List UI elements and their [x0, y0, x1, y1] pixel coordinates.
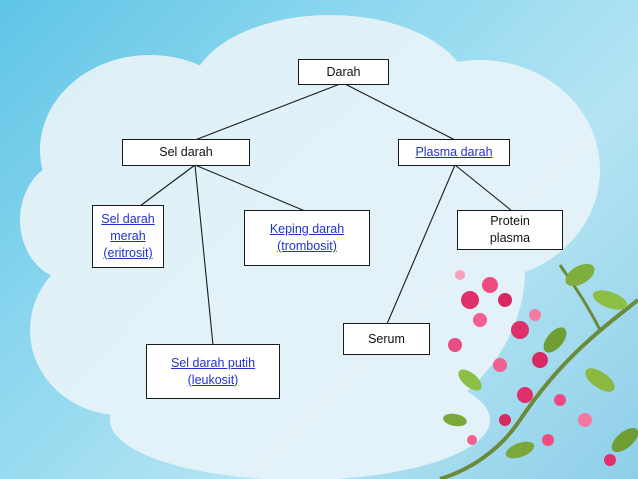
- plasma-darah-link[interactable]: Plasma darah: [415, 145, 493, 159]
- leukosit-link[interactable]: Sel darah putih (leukosit): [170, 355, 256, 387]
- edge-darah-plasma-darah: [344, 83, 456, 141]
- node-leukosit[interactable]: Sel darah putih (leukosit): [146, 344, 280, 399]
- pink-flower-branch-icon: [439, 263, 638, 479]
- trombosit-link[interactable]: Keping darah (trombosit): [269, 222, 345, 253]
- node-serum-label: Serum: [368, 331, 405, 346]
- edge-plasma-serum: [386, 164, 456, 325]
- edge-sel-darah-leukosit: [194, 164, 214, 346]
- node-trombosit[interactable]: Keping darah (trombosit): [244, 210, 370, 266]
- node-eritrosit[interactable]: Sel darah merah (eritrosit): [92, 205, 164, 268]
- edge-plasma-protein: [454, 164, 513, 212]
- node-darah: Darah: [298, 59, 389, 85]
- node-sel-darah-label: Sel darah: [159, 145, 213, 159]
- node-plasma-darah[interactable]: Plasma darah: [398, 139, 510, 166]
- node-protein-plasma: Protein plasma: [457, 210, 563, 250]
- node-protein-plasma-label: Protein plasma: [489, 214, 531, 245]
- eritrosit-link[interactable]: Sel darah merah (eritrosit): [101, 212, 155, 260]
- node-serum: Serum: [343, 323, 430, 355]
- node-darah-label: Darah: [326, 64, 361, 79]
- edge-darah-sel-darah: [194, 83, 341, 141]
- edge-sel-darah-eritrosit: [139, 164, 196, 207]
- edge-sel-darah-trombosit: [194, 164, 306, 212]
- node-sel-darah: Sel darah: [122, 139, 250, 166]
